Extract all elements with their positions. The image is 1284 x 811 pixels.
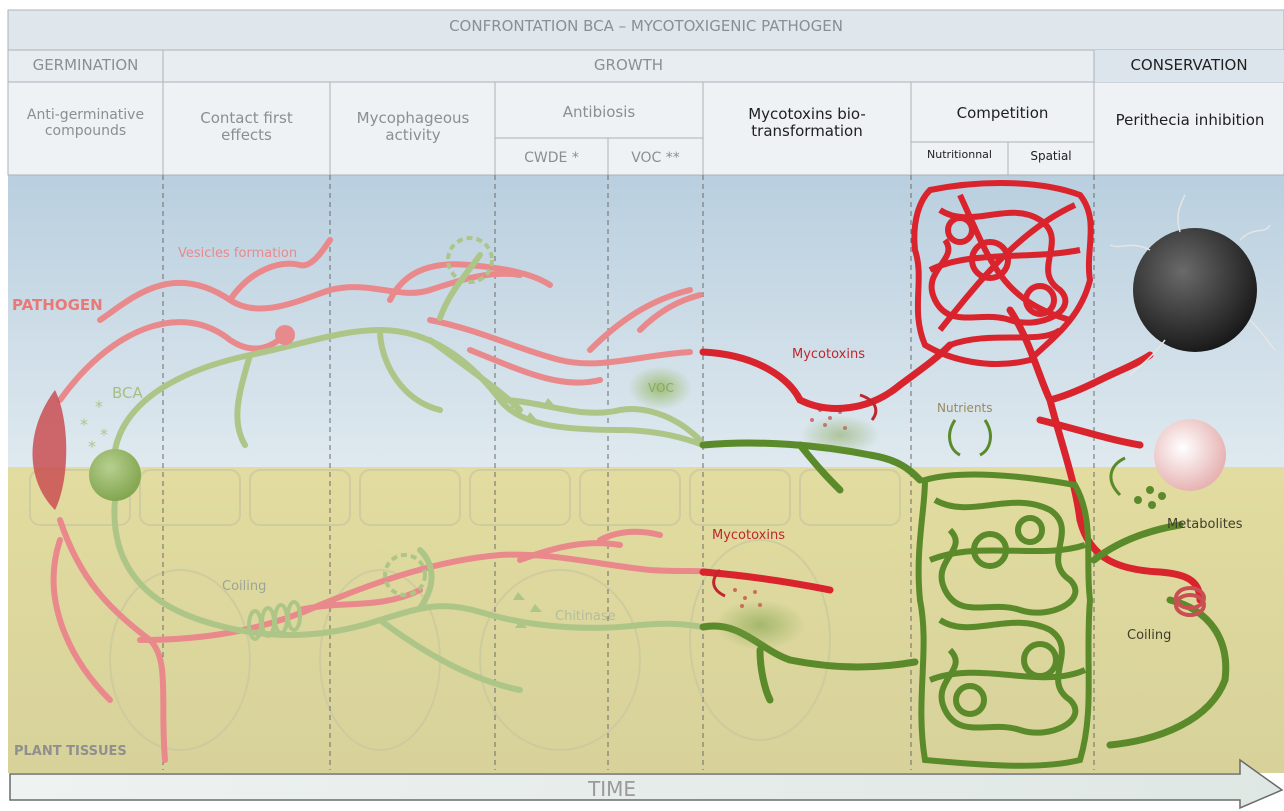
plant-cells [29, 469, 901, 751]
label-coiling-right: Coiling [1127, 628, 1172, 643]
diagram-title: CONFRONTATION BCA – MYCOTOXIGENIC PATHOG… [449, 17, 843, 35]
svg-text:*: * [95, 397, 103, 416]
vesicle [275, 325, 295, 345]
cwde-particles [510, 398, 555, 628]
label-bca: BCA [112, 384, 143, 402]
mechanism-voc: VOC ** [631, 150, 680, 166]
label-coiling-left: Coiling [222, 579, 267, 594]
perithecium [1133, 228, 1257, 352]
perithecium-hairs [1109, 194, 1276, 376]
mechanism-antibiosis: Antibiosis [562, 103, 636, 121]
label-chitinase: Chitinase [555, 609, 616, 624]
label-vesicles-formation: Vesicles formation [178, 246, 298, 261]
svg-text:*: * [100, 425, 108, 444]
mechanism-contact-first: Contact first effects [200, 109, 293, 145]
pathogen-spore [32, 390, 67, 510]
phase-growth: GROWTH [593, 56, 664, 74]
mechanism-anti-germinative: Anti-germinative compounds [26, 107, 145, 140]
biotransformation-cloud [800, 415, 880, 455]
mechanism-mycophageous: Mycophageous activity [356, 109, 470, 145]
mechanism-mycotoxins-biotransformation: Mycotoxins bio-transformation [748, 105, 866, 141]
bca-spore [89, 449, 141, 501]
header-grid [162, 50, 1095, 175]
label-nutrients: Nutrients [937, 401, 993, 415]
bca-tangle [915, 471, 1094, 769]
mechanism-nutritional: Nutritionnal [927, 148, 992, 161]
svg-text:*: * [80, 415, 88, 434]
phase-conservation: CONSERVATION [1130, 56, 1248, 74]
coiling-right-pathogen [1174, 586, 1206, 617]
label-pathogen: PATHOGEN [12, 296, 103, 314]
mycotoxin-arrows [712, 393, 878, 598]
mycophageous-contact [383, 236, 494, 597]
coiling-left [247, 600, 302, 641]
biotransformation-cloud-lower [715, 600, 805, 650]
metabolite-dots [1134, 486, 1166, 509]
label-mycotoxins-lower: Mycotoxins [712, 528, 785, 543]
bca-hyphae-faded [111, 252, 706, 693]
metabolite-arrow [1109, 456, 1126, 497]
mechanism-spatial: Spatial [1030, 149, 1072, 163]
mechanism-perithecia-inhibition: Perithecia inhibition [1115, 111, 1265, 129]
inhibited-perithecium [1154, 419, 1226, 491]
svg-text:*: * [88, 437, 96, 456]
pathogen-tangle [911, 180, 1094, 368]
pathogen-hyphae [699, 306, 1204, 604]
label-metabolites: Metabolites [1167, 517, 1243, 532]
label-time: TIME [588, 777, 637, 801]
label-plant-tissues: PLANT TISSUES [14, 744, 127, 759]
phase-germination: GERMINATION [32, 56, 139, 74]
voc-cloud [628, 366, 692, 410]
mechanism-cwde: CWDE * [524, 150, 579, 166]
antigerminative-compounds: * * * * [80, 397, 108, 456]
label-voc-bubble: VOC [648, 381, 674, 395]
mechanism-competition: Competition [956, 104, 1049, 122]
nutrient-arrows [948, 419, 992, 457]
time-arrow [9, 758, 1284, 810]
label-mycotoxins-upper: Mycotoxins [792, 347, 865, 362]
